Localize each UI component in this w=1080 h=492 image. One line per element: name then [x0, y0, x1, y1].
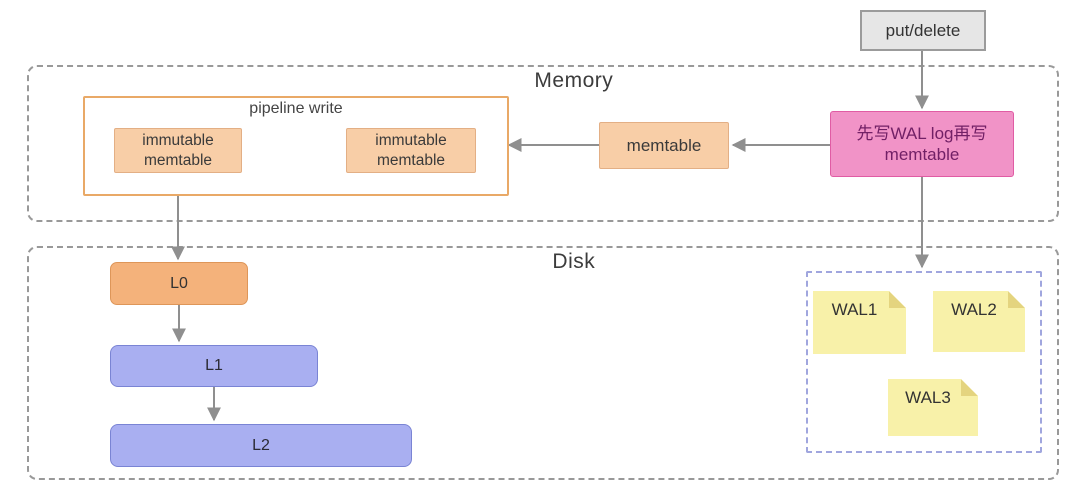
wal-file-note-3: WAL3	[888, 379, 978, 436]
memtable-node: memtable	[599, 122, 729, 169]
wal-file-note-1: WAL1	[813, 291, 906, 354]
pipeline-write-label: pipeline write	[249, 100, 343, 117]
level-l2-node: L2	[110, 424, 412, 467]
wal-file-label: WAL2	[951, 300, 997, 319]
write-rule-node: 先写WAL log再写 memtable	[830, 111, 1014, 177]
level-l1-node: L1	[110, 345, 318, 387]
memory-region: Memory	[27, 65, 1059, 222]
disk-region-label: Disk	[552, 250, 596, 273]
wal-file-label: WAL1	[831, 300, 878, 319]
disk-region: Disk	[27, 246, 1059, 480]
immutable-memtable-node-left: immutable memtable	[114, 128, 242, 173]
wal-files-region	[806, 271, 1042, 453]
level-l0-node: L0	[110, 262, 248, 305]
put-delete-node: put/delete	[860, 10, 986, 51]
memory-region-label: Memory	[534, 69, 614, 92]
wal-file-label: WAL3	[905, 388, 951, 407]
wal-file-note-2: WAL2	[933, 291, 1025, 352]
immutable-memtable-node-right: immutable memtable	[346, 128, 476, 173]
